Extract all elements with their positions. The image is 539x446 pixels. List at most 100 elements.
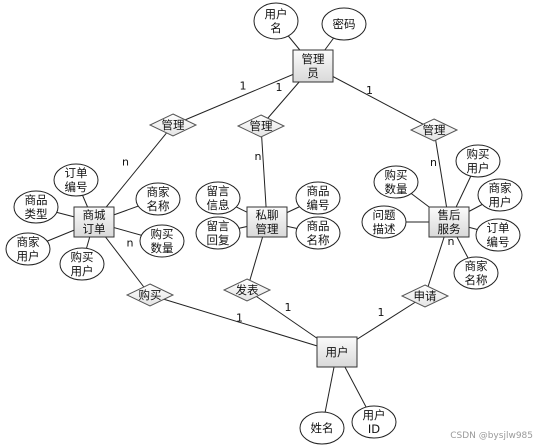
edge-buy-user (149, 294, 338, 353)
attribute-ellipse (373, 165, 419, 199)
cardinality-label: 1 (240, 80, 247, 93)
attribute-ellipse (5, 232, 51, 266)
node-label: 描述 (373, 222, 396, 236)
node-label: 管理 (256, 222, 279, 236)
node-label: 私聊 (256, 208, 279, 222)
edge-m2-chat (260, 125, 268, 223)
node-label: 名称 (465, 273, 488, 287)
cardinality-label: 1 (378, 306, 385, 319)
node-label: 商家 (17, 235, 40, 249)
node-label: 商家 (147, 185, 170, 199)
node-label: ID (368, 422, 380, 436)
node-label: 购买 (467, 147, 490, 161)
entity-admin: 管理员 (292, 49, 334, 83)
node-label: 留言 (207, 184, 230, 198)
attribute-ellipse (455, 144, 501, 178)
node-label: 名称 (307, 233, 330, 247)
node-label: 编号 (307, 198, 330, 212)
node-label: 用户 (265, 7, 288, 21)
attribute-ellipse (295, 216, 341, 250)
relationship-diamond (400, 284, 450, 308)
edge-m1-order (93, 124, 174, 223)
cardinality-label: 1 (276, 81, 283, 94)
cardinality-label: n (255, 150, 262, 163)
relationship-diamond (236, 114, 286, 138)
cardinality-label: n (122, 156, 129, 169)
node-label: 问题 (373, 208, 396, 222)
node-label: 用户 (467, 161, 490, 175)
attribute-ellipse (59, 247, 105, 281)
node-label: 用户 (17, 249, 40, 263)
entity-box (246, 206, 288, 238)
cardinality-label: n (127, 237, 134, 250)
node-label: 商品 (307, 184, 330, 198)
relationship-m2: 管理 (236, 114, 286, 138)
attribute-ellipse (295, 181, 341, 215)
node-label: 用户 (363, 408, 386, 422)
node-label: 数量 (385, 182, 408, 196)
entity-box (316, 336, 358, 368)
relationship-label: 申请 (414, 289, 437, 303)
attribute-ellipse (475, 218, 521, 252)
entity-user: 用户 (316, 336, 358, 368)
attribute-ellipse (351, 405, 397, 439)
entity-box (428, 206, 470, 238)
node-label: 商城 (83, 208, 106, 222)
entity-box (292, 49, 334, 83)
relationship-buy: 购买 (125, 283, 175, 307)
node-label: 商品 (25, 193, 48, 207)
attribute-ellipse (13, 190, 59, 224)
attribute-ellipse (321, 7, 367, 41)
node-label: 用户 (71, 264, 94, 278)
node-label: 订单 (65, 166, 88, 180)
node-label: 用户 (326, 345, 349, 359)
node-label: 商家 (489, 181, 512, 195)
node-label: 用户 (489, 195, 512, 209)
node-label: 编号 (65, 180, 88, 194)
node-label: 购买 (151, 227, 174, 241)
attribute-a_user_name: 姓名 (299, 411, 345, 445)
edge-admin-m1 (172, 65, 314, 126)
node-label: 姓名 (311, 421, 334, 435)
cardinality-label: n (430, 156, 437, 169)
relationship-apply: 申请 (400, 284, 450, 308)
attribute-ellipse (139, 224, 185, 258)
relationship-m1: 管理 (148, 113, 198, 137)
entity-box (73, 206, 115, 238)
cardinality-label: n (448, 235, 455, 248)
node-label: 数量 (151, 241, 174, 255)
attribute-ellipse (453, 256, 499, 290)
relationship-post: 发表 (222, 278, 272, 302)
attribute-ellipse (253, 2, 299, 40)
relationship-m3: 管理 (409, 118, 459, 142)
relationship-label: 管理 (250, 119, 273, 133)
attribute-ellipse (135, 182, 181, 216)
node-label: 商品 (307, 219, 330, 233)
node-label: 商家 (465, 259, 488, 273)
nodes: 用户名密码订单编号商品类型商家名称购买数量商家用户购买用户留言信息留言回复商品编… (5, 2, 523, 445)
node-label: 类型 (25, 207, 48, 221)
relationship-diamond (409, 118, 459, 142)
relationship-label: 管理 (162, 118, 185, 132)
attribute-a_admin_pwd: 密码 (321, 7, 367, 41)
attribute-ellipse (195, 181, 241, 215)
node-label: 密码 (333, 17, 356, 31)
node-label: 订单 (487, 221, 510, 235)
node-label: 留言 (207, 219, 230, 233)
attribute-ellipse (299, 411, 345, 445)
